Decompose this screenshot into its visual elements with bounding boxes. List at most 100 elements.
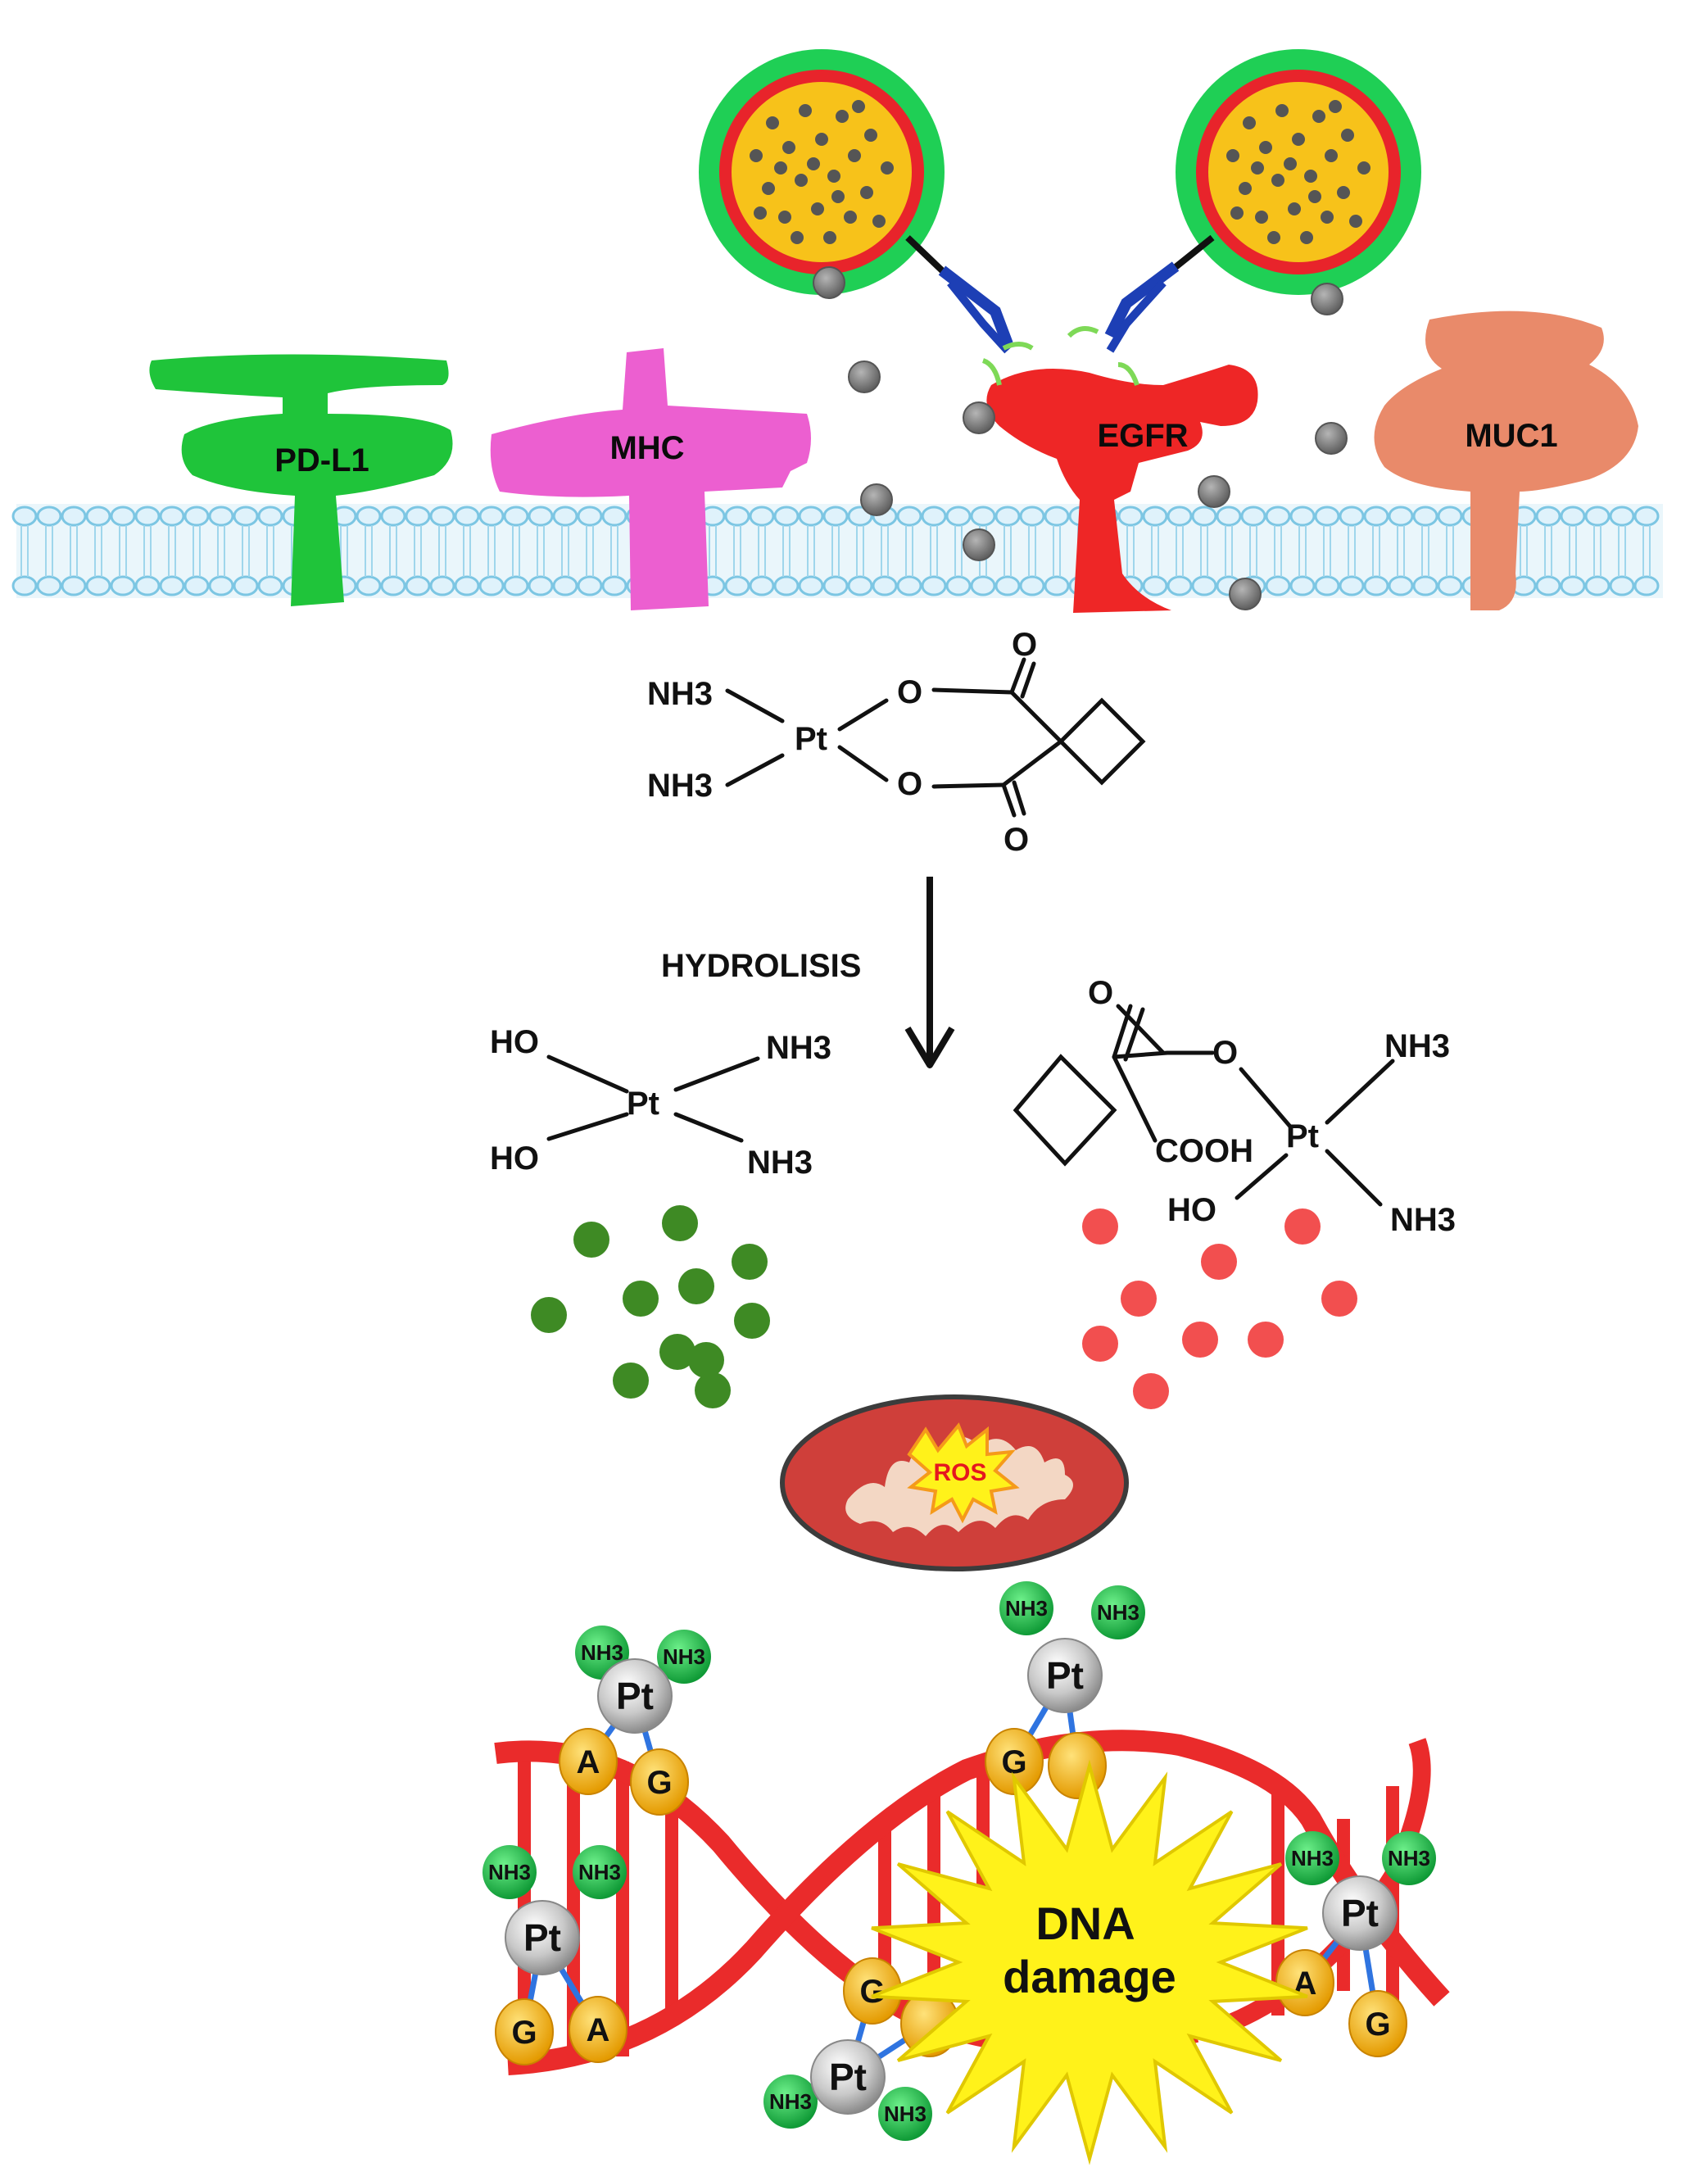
dna-damage-line1: DNA — [1035, 1898, 1135, 1949]
lipid-head — [1560, 575, 1586, 596]
product-b-hydroxyl: HO — [1167, 1192, 1216, 1228]
lipid-head — [1019, 506, 1045, 527]
pdl1-label: PD-L1 — [274, 442, 369, 478]
lipid-head — [11, 506, 38, 527]
product-a-particle — [678, 1268, 714, 1304]
payload-dot — [1226, 149, 1239, 162]
lipid-head — [822, 575, 849, 596]
payload-dot — [848, 149, 861, 162]
lipid-head — [478, 506, 505, 527]
nucleobase — [495, 1998, 554, 2065]
drug-particle — [1315, 422, 1348, 455]
lipid-head — [405, 575, 431, 596]
lipid-head — [1191, 506, 1217, 527]
antibody-left — [905, 235, 1034, 386]
payload-dot — [750, 149, 763, 162]
payload-dot — [1329, 100, 1342, 113]
lipid-head — [356, 575, 382, 596]
nucleobase-label: G — [511, 2015, 537, 2051]
lipid-head — [61, 575, 87, 596]
amine-label: NH3 — [1097, 1600, 1139, 1625]
amine-ligand — [1382, 1831, 1436, 1885]
amine-ligand — [763, 2075, 818, 2129]
amine-ligand — [657, 1630, 711, 1684]
payload-dot — [1239, 182, 1252, 195]
drug-particle — [813, 266, 845, 299]
carboplatin-metal: Pt — [795, 721, 827, 757]
payload-dot — [774, 161, 787, 175]
lipid-head — [1044, 506, 1070, 527]
ros-label: ROS — [933, 1459, 986, 1486]
amine-ligand — [573, 1845, 627, 1899]
payload-dot — [1284, 157, 1297, 170]
product-a-particle — [695, 1372, 731, 1408]
lipid-head — [552, 575, 578, 596]
lipid-head — [1044, 575, 1070, 596]
payload-dot — [1288, 202, 1301, 215]
nucleobase-label: A — [577, 1744, 600, 1780]
carboplatin-oxygen-top: O — [897, 674, 922, 710]
product-a-particle — [734, 1303, 770, 1339]
platinum-label: Pt — [1046, 1654, 1084, 1697]
payload-dot — [791, 231, 804, 244]
lipid-head — [429, 575, 455, 596]
product-b-particle — [1321, 1281, 1357, 1317]
amine-label: NH3 — [578, 1860, 621, 1884]
lipid-head — [1339, 575, 1365, 596]
payload-dot — [1300, 231, 1313, 244]
product-b-particle — [1182, 1322, 1218, 1358]
lipid-head — [1191, 575, 1217, 596]
lipid-head — [1363, 575, 1389, 596]
lipid-head — [503, 506, 529, 527]
cell-membrane — [11, 504, 1663, 598]
amine-label: NH3 — [1291, 1846, 1334, 1870]
released-drug-particles — [813, 266, 1348, 610]
muc1-receptor: MUC1 — [1374, 311, 1638, 610]
lipid-head — [896, 575, 922, 596]
lipid-head — [1633, 506, 1660, 527]
payload-dot — [1349, 215, 1362, 228]
lipid-head — [1363, 506, 1389, 527]
lipid-head — [1019, 575, 1045, 596]
payload-dot — [823, 231, 836, 244]
lipid-head — [724, 506, 750, 527]
payload-dot — [1308, 190, 1321, 203]
product-a-particle — [531, 1297, 567, 1333]
lipid-head — [134, 575, 161, 596]
lipid-head — [1609, 506, 1635, 527]
drug-particle — [1229, 578, 1262, 610]
amine-label: NH3 — [488, 1860, 531, 1884]
payload-dot — [1230, 206, 1244, 220]
lipid-head — [970, 506, 996, 527]
nucleobase-label: A — [587, 2012, 610, 2048]
amine-ligand — [999, 1581, 1053, 1635]
mhc-label: MHC — [609, 430, 684, 466]
payload-dot — [807, 157, 820, 170]
hydrolysis-product-b: O O COOH Pt NH3 NH3 HO — [1013, 975, 1456, 1238]
product-b-metal: Pt — [1286, 1118, 1319, 1154]
nanoparticle-right — [1176, 49, 1421, 295]
product-b-particles — [1082, 1208, 1357, 1409]
payload-dot — [1243, 116, 1256, 129]
payload-dot — [766, 116, 779, 129]
lipid-head — [1265, 575, 1291, 596]
payload-dot — [1321, 211, 1334, 224]
lipid-head — [429, 506, 455, 527]
lipid-head — [36, 506, 62, 527]
carboplatin-carbonyl-bottom: O — [1004, 822, 1029, 858]
drug-particle — [1198, 475, 1230, 508]
lipid-head — [380, 575, 406, 596]
lipid-head — [1314, 575, 1340, 596]
muc1-label: MUC1 — [1465, 418, 1557, 454]
payload-dot — [827, 170, 840, 183]
payload-dot — [881, 161, 894, 175]
lipid-head — [847, 575, 873, 596]
nanoparticle-left — [699, 49, 945, 295]
mitochondrion: ROS — [780, 1394, 1129, 1571]
lipid-head — [724, 575, 750, 596]
payload-dot — [864, 129, 877, 142]
amine-label: NH3 — [663, 1644, 705, 1669]
platinum-label: Pt — [616, 1675, 654, 1717]
